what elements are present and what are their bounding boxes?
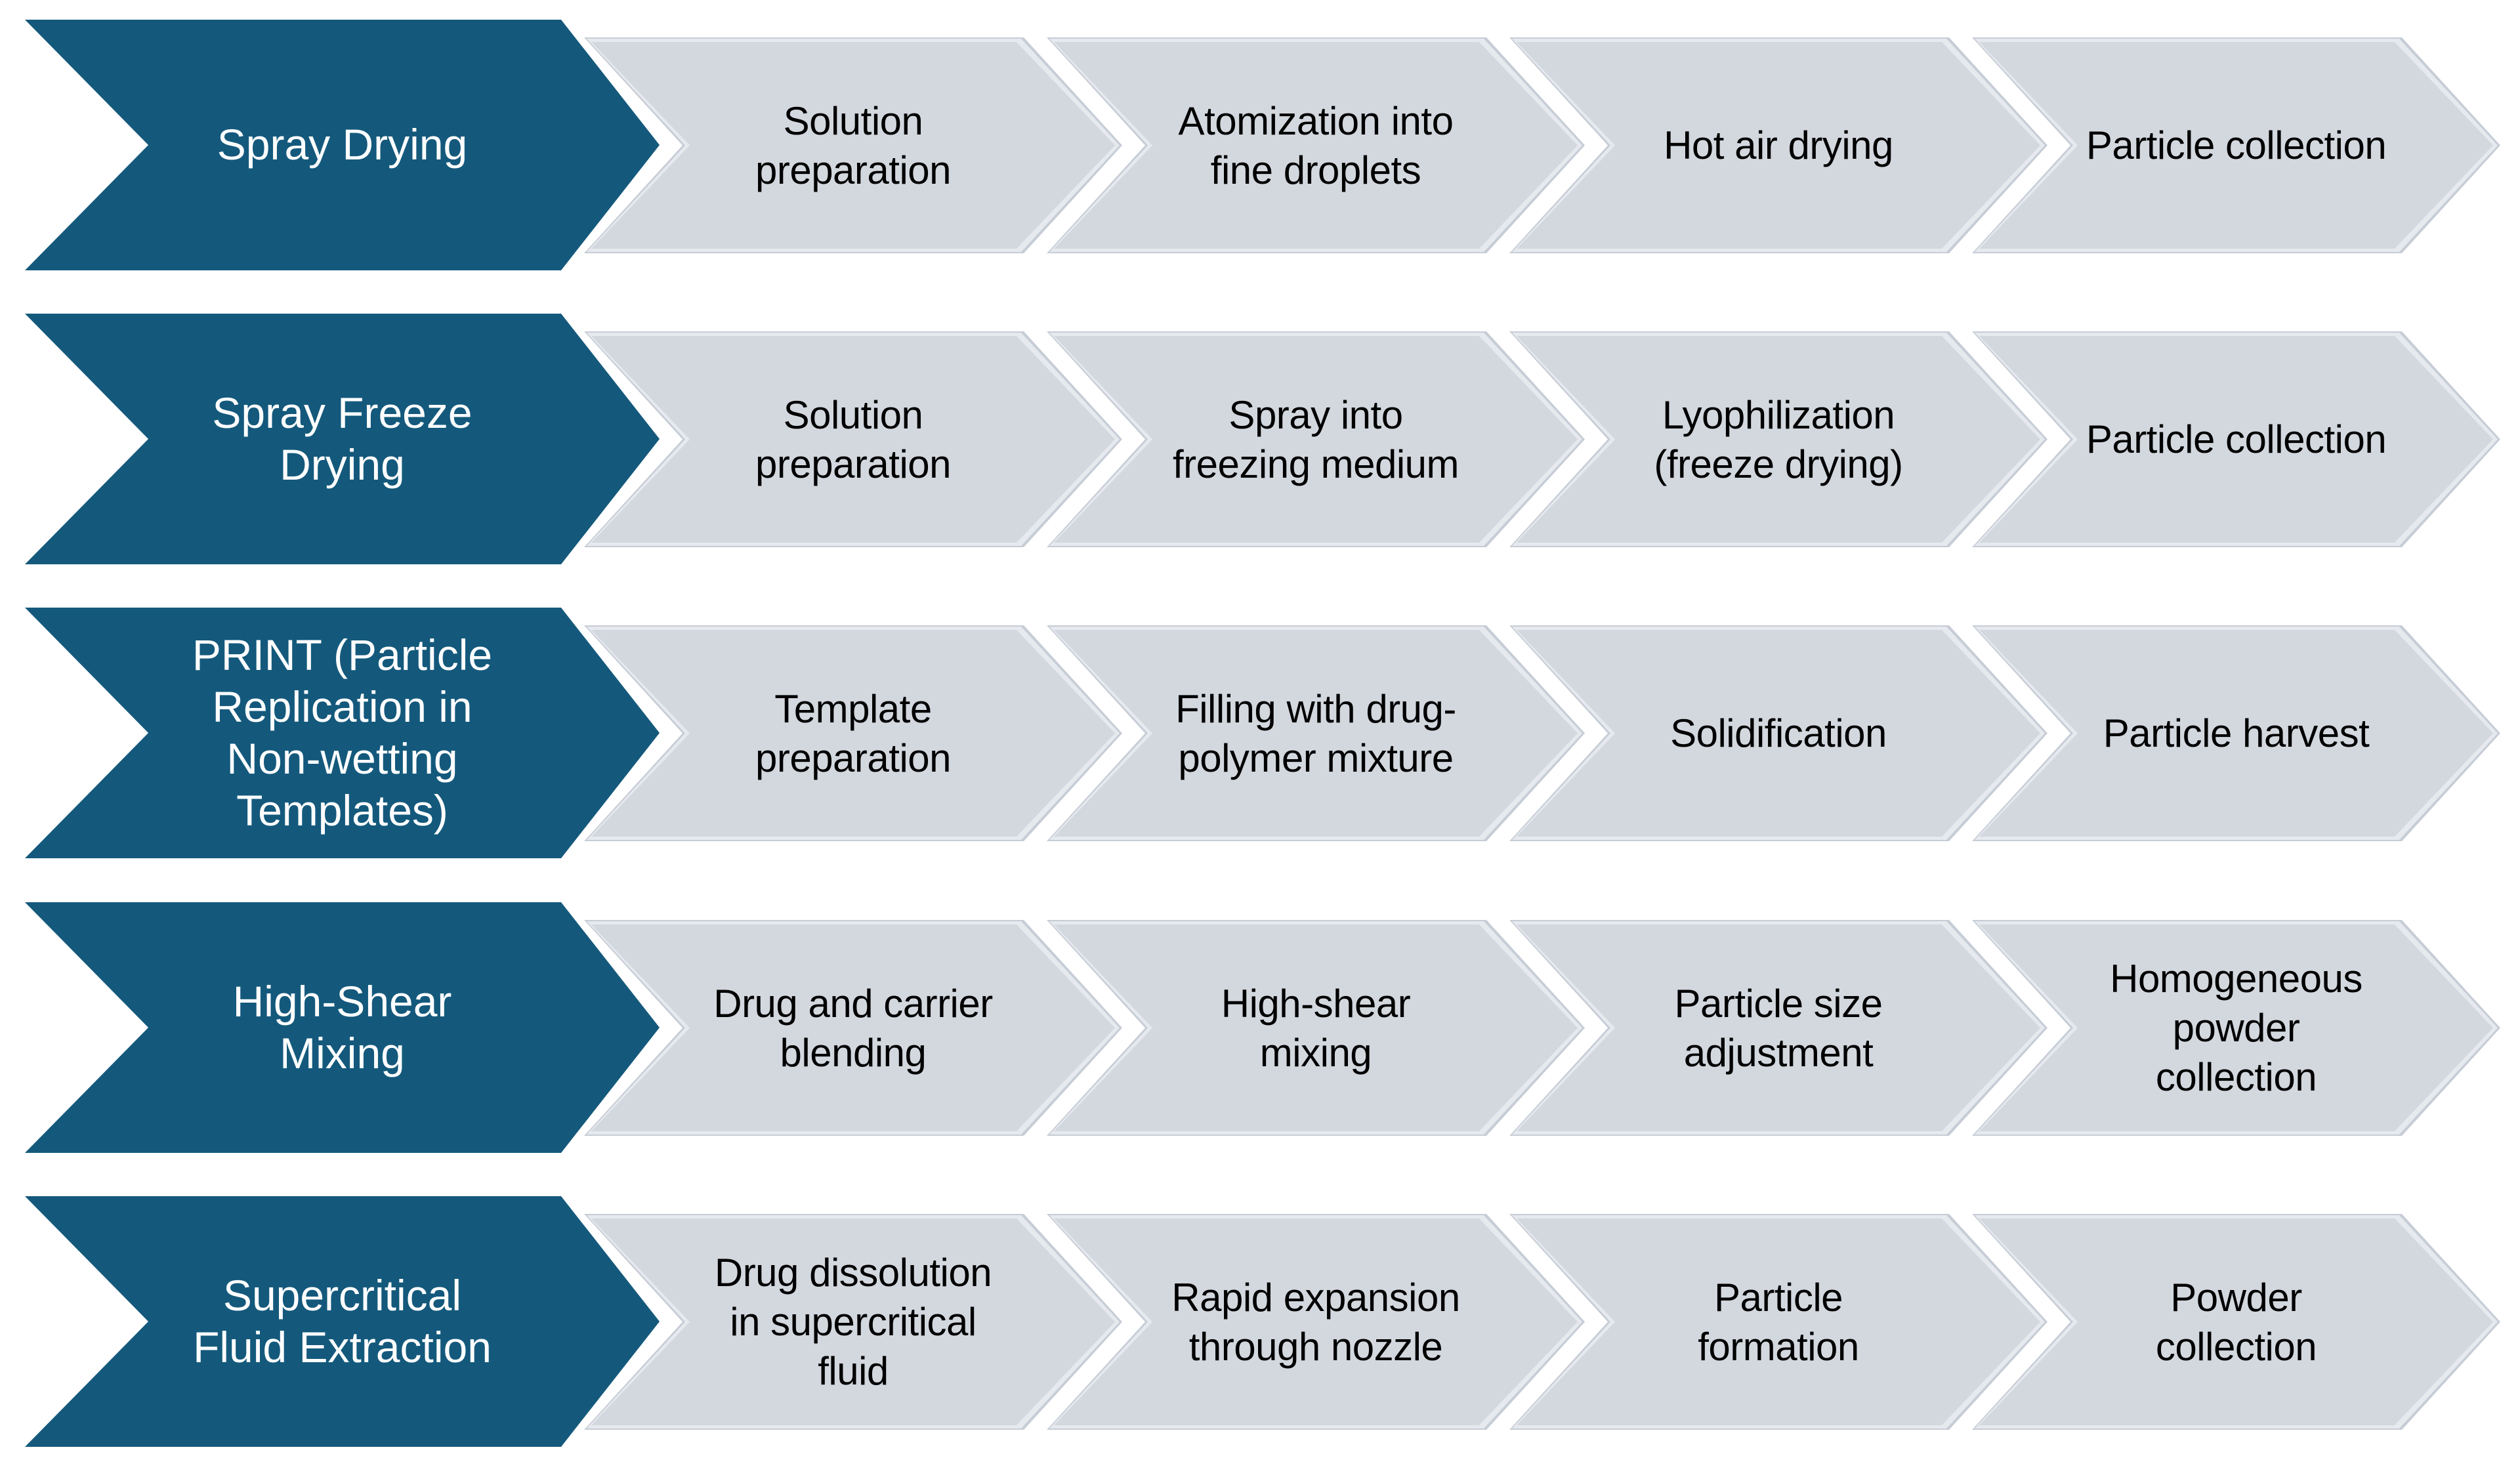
step-chevron: Particle collection	[1972, 37, 2500, 253]
chevron-fill-layer	[591, 336, 1115, 543]
method-label: Spray Freeze Drying	[212, 388, 472, 489]
method-chevron: Spray Drying	[25, 20, 660, 270]
step-chevron: Spray into freezing medium	[1047, 331, 1585, 547]
process-row: Supercritical Fluid Extraction Drug disso…	[0, 1196, 2520, 1447]
method-chevron: High-Shear Mixing	[25, 902, 660, 1153]
chevron-fill-layer	[591, 925, 1115, 1131]
chevron-fill-layer	[591, 1218, 1115, 1425]
step-chevron: Particle harvest	[1972, 625, 2500, 841]
method-label: PRINT (Particle Replication in Non-wetti…	[192, 630, 493, 835]
chevron-fill-layer	[1054, 42, 1578, 249]
method-label: Spray Drying	[217, 120, 468, 169]
step-chevron: Lyophilization (freeze drying)	[1509, 331, 2048, 547]
chevron-fill-layer	[1979, 1218, 2493, 1425]
chevron-fill-layer	[1054, 336, 1578, 543]
chevron-fill-layer	[1979, 336, 2493, 543]
step-chevron: Drug dissolution in supercritical fluid	[584, 1214, 1122, 1430]
step-chevron: Rapid expansion through nozzle	[1047, 1214, 1585, 1430]
method-chevron: Spray Freeze Drying	[25, 314, 660, 564]
chevron-fill-layer	[1517, 42, 2040, 249]
process-row: PRINT (Particle Replication in Non-wetti…	[0, 608, 2520, 858]
chevron-fill-layer	[591, 42, 1115, 249]
step-chevron: Hot air drying	[1509, 37, 2048, 253]
method-label: Supercritical Fluid Extraction	[193, 1270, 492, 1371]
step-chevron: Solution preparation	[584, 37, 1122, 253]
chevron-fill-layer	[1054, 630, 1578, 837]
step-chevron: Particle collection	[1972, 331, 2500, 547]
process-row: High-Shear Mixing Drug and carrier blendi…	[0, 902, 2520, 1153]
chevron-fill-layer	[1517, 336, 2040, 543]
chevron-fill-layer	[1517, 925, 2040, 1131]
step-chevron: Particle formation	[1509, 1214, 2048, 1430]
step-chevron: Drug and carrier blending	[584, 920, 1122, 1136]
step-chevron: Template preparation	[584, 625, 1122, 841]
chevron-fill-layer	[1517, 630, 2040, 837]
chevron-fill-layer	[591, 630, 1115, 837]
method-chevron: PRINT (Particle Replication in Non-wetti…	[25, 608, 660, 858]
chevron-fill-layer	[1054, 1218, 1578, 1425]
step-chevron: High-shear mixing	[1047, 920, 1585, 1136]
step-chevron: Solidification	[1509, 625, 2048, 841]
chevron-fill-layer	[1054, 925, 1578, 1131]
chevron-fill-layer	[1517, 1218, 2040, 1425]
chevron-fill-layer	[1979, 630, 2493, 837]
step-chevron: Powder collection	[1972, 1214, 2500, 1430]
step-chevron: Atomization into fine droplets	[1047, 37, 1585, 253]
step-chevron: Filling with drug- polymer mixture	[1047, 625, 1585, 841]
chevron-fill-layer	[1979, 925, 2493, 1131]
step-chevron: Homogeneous powder collection	[1972, 920, 2500, 1136]
method-chevron: Supercritical Fluid Extraction	[25, 1196, 660, 1447]
method-label: High-Shear Mixing	[232, 976, 452, 1077]
chevron-fill-layer	[1979, 42, 2493, 249]
step-chevron: Particle size adjustment	[1509, 920, 2048, 1136]
step-chevron: Solution preparation	[584, 331, 1122, 547]
